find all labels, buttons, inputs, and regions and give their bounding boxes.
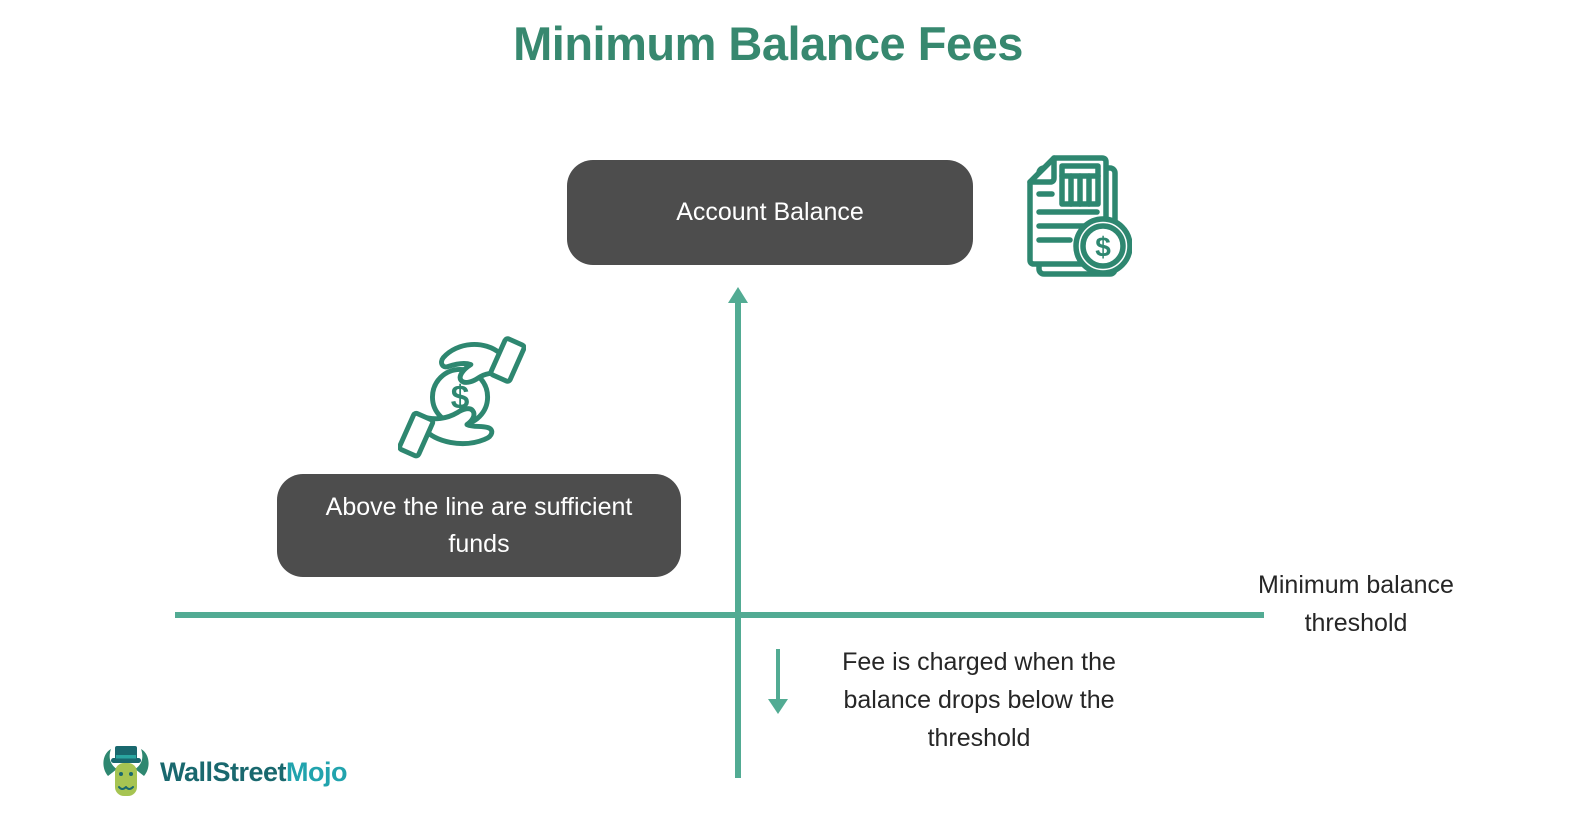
hands-dollar-glyph: $ [451, 380, 470, 417]
down-arrow-head [768, 699, 788, 714]
threshold-label: Minimum balance threshold [1258, 571, 1454, 637]
up-arrow-icon [728, 287, 748, 303]
logo-text-mojo: Mojo [286, 756, 348, 787]
fee-note: Fee is charged when the balance drops be… [842, 648, 1116, 752]
wallstreetmojo-logo: WallStreetMojo [100, 744, 348, 800]
bull-mascot-icon [103, 746, 149, 796]
account-balance-label: Account Balance [676, 198, 864, 226]
threshold-line [175, 612, 1264, 618]
down-arrow-icon [776, 649, 780, 701]
balance-axis-line [735, 302, 741, 778]
above-line-box: Above the line are sufficient funds [277, 474, 681, 577]
above-line-label: Above the line are sufficient funds [325, 492, 633, 558]
logo-text-wallstreet: WallStreet [160, 756, 287, 787]
account-balance-box: Account Balance [567, 160, 973, 265]
invoice-dollar-glyph: $ [1095, 232, 1111, 263]
invoice-dollar-icon: $ [1027, 155, 1132, 277]
page-title: Minimum Balance Fees [513, 17, 1023, 70]
hands-coin-icon: $ [398, 336, 526, 459]
logo-wordmark: WallStreetMojo [160, 756, 348, 788]
